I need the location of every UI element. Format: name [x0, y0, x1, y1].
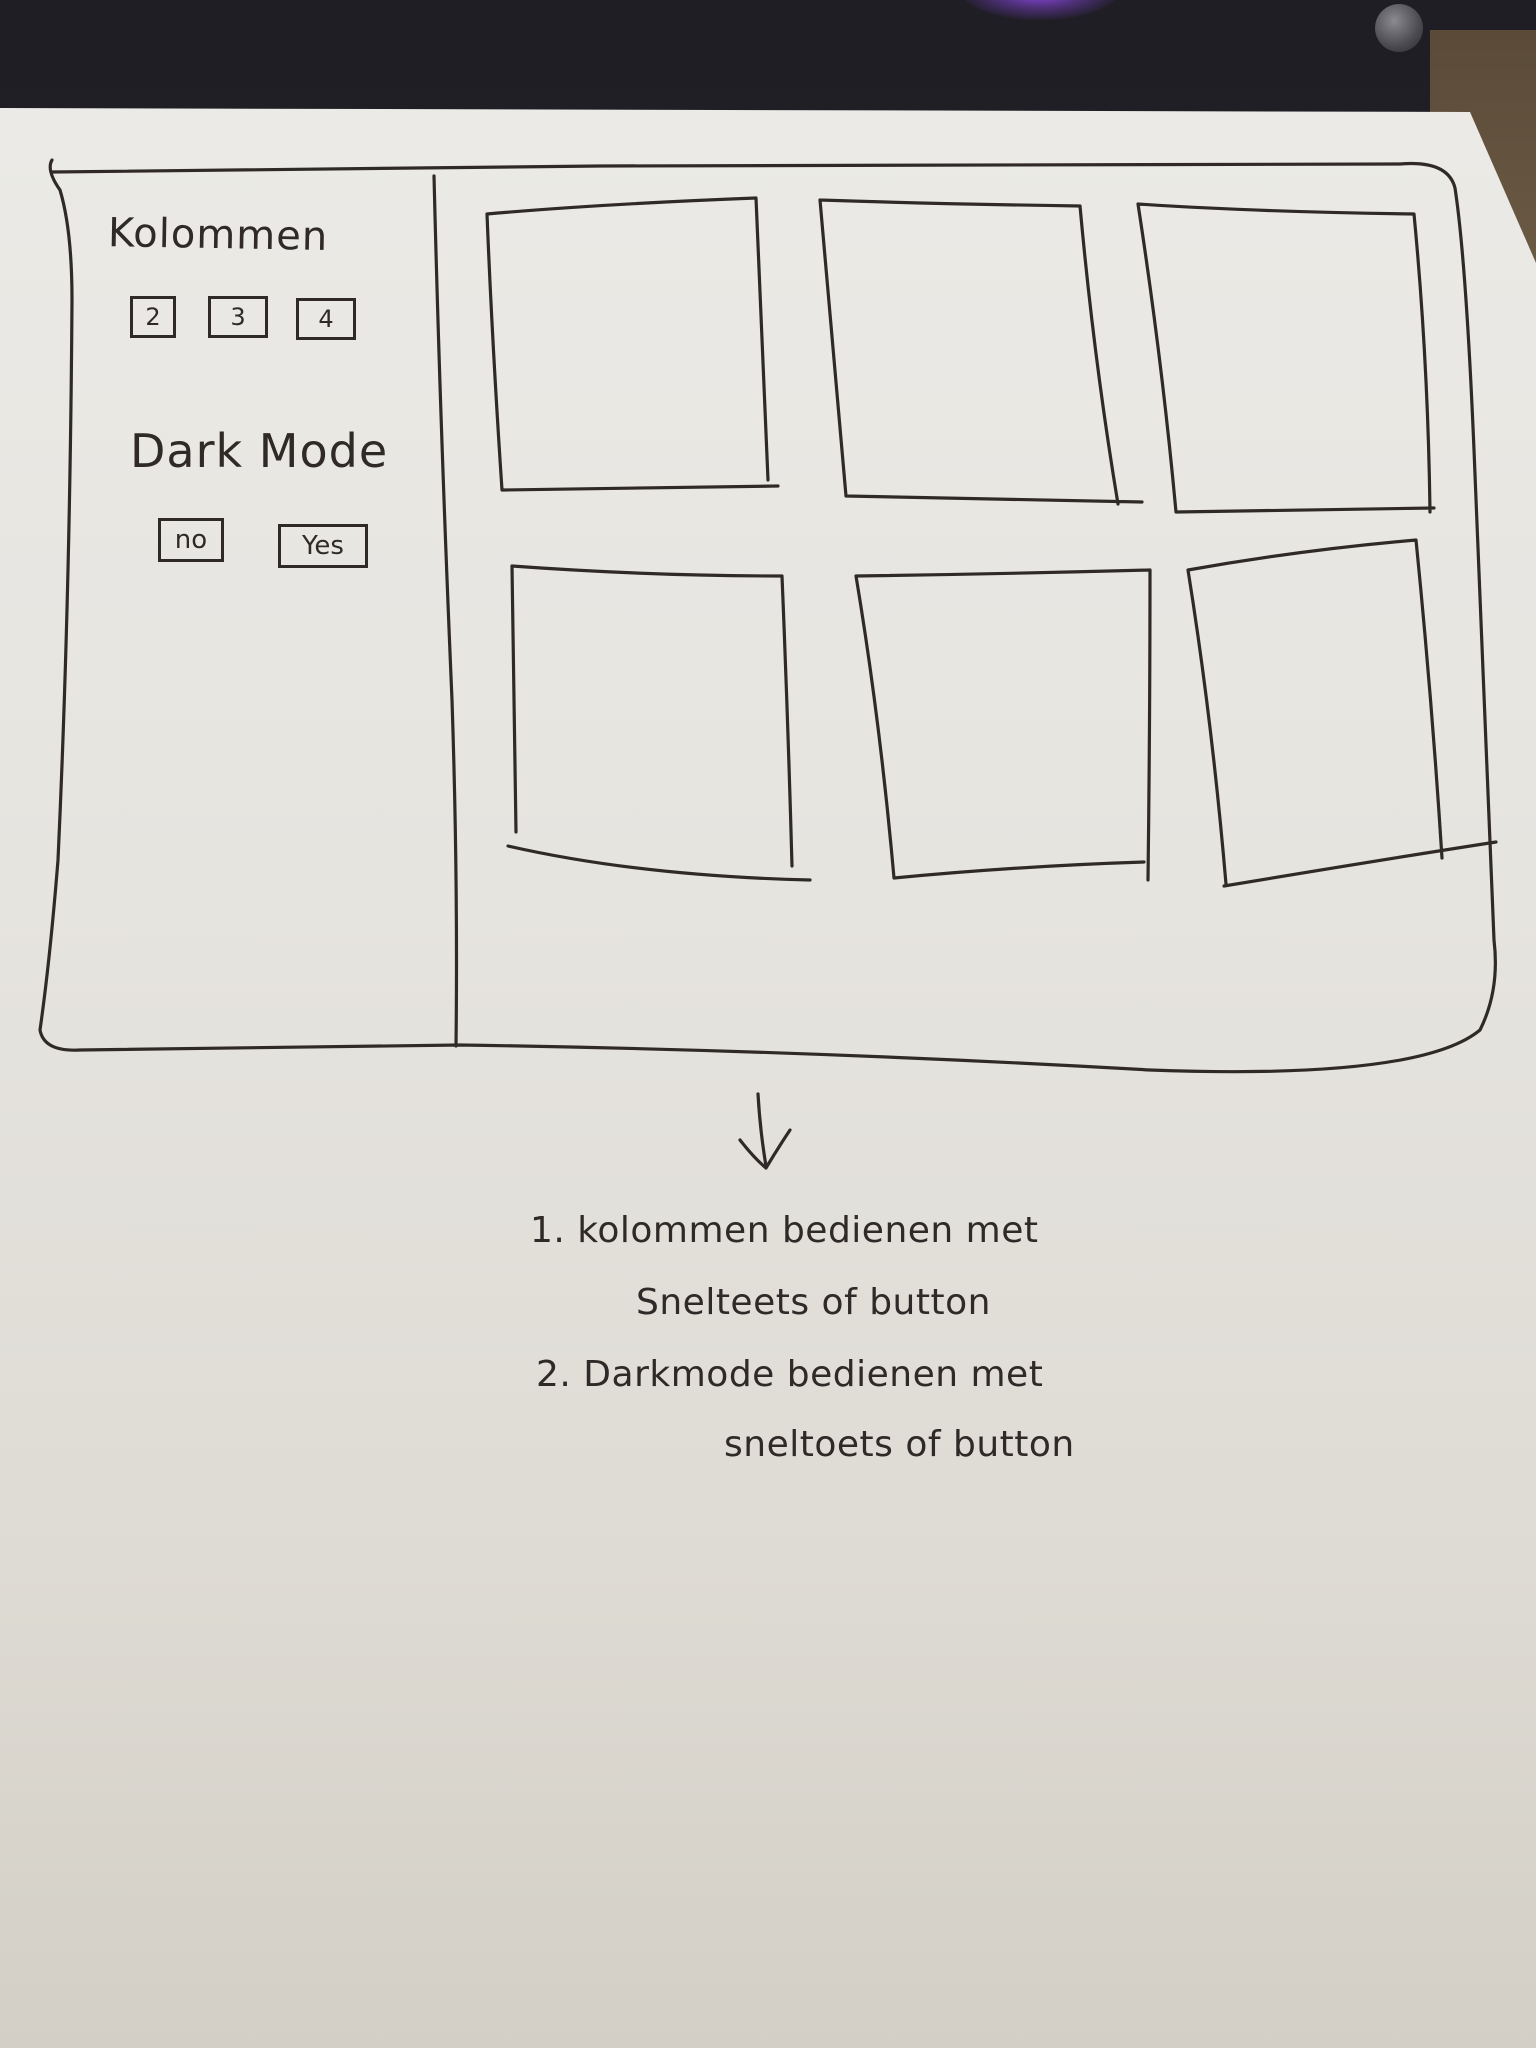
note-1-line-1: 1. kolommen bedienen met	[530, 1210, 1039, 1251]
dark-mode-yes-button[interactable]: Yes	[278, 524, 368, 568]
purple-light-glow	[960, 0, 1120, 20]
columns-2-button[interactable]: 2	[130, 296, 176, 338]
note-2-line-1: 2. Darkmode bedienen met	[536, 1354, 1044, 1395]
grid-card-2	[818, 198, 1144, 506]
down-arrow-icon	[738, 1092, 792, 1170]
grid-card-5	[854, 568, 1152, 882]
grid-card-6	[1186, 538, 1498, 888]
columns-3-button[interactable]: 3	[208, 296, 268, 338]
columns-label: Kolommen	[107, 210, 329, 260]
grid-card-4	[506, 564, 812, 882]
dark-knob	[1375, 4, 1423, 52]
paper-sheet	[0, 108, 1536, 2048]
columns-4-button[interactable]: 4	[296, 298, 356, 340]
sidebar-divider	[432, 174, 459, 1048]
outer-frame	[38, 158, 1497, 1074]
dark-mode-no-button[interactable]: no	[158, 518, 224, 562]
dark-mode-label: Dark Mode	[130, 424, 389, 478]
grid-card-3	[1136, 202, 1436, 514]
note-1-line-2: Snelteets of button	[636, 1282, 991, 1323]
note-2-line-2: sneltoets of button	[724, 1424, 1075, 1465]
grid-card-1	[485, 196, 780, 492]
